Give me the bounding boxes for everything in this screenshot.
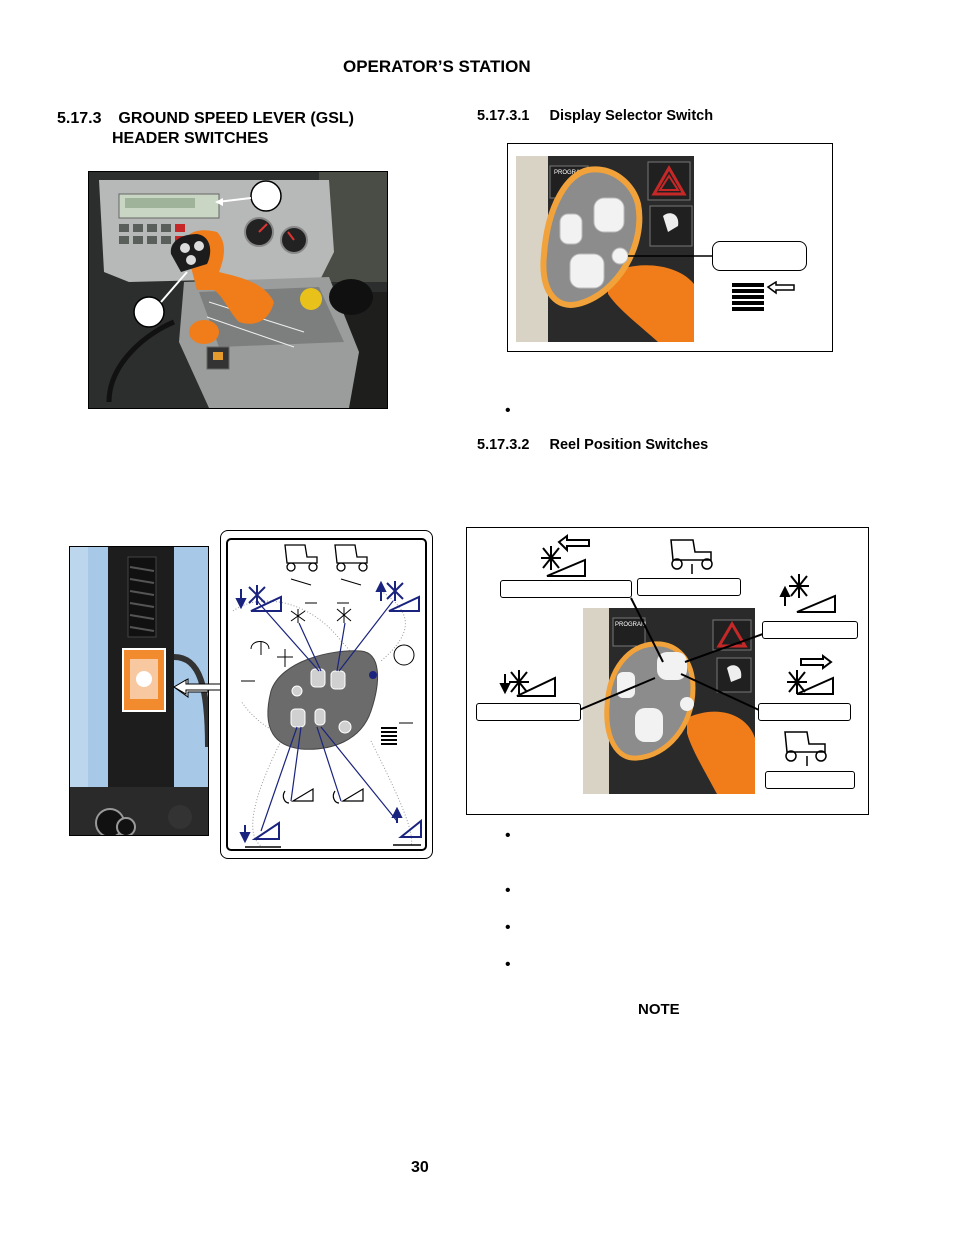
bullet-3: • [505,882,511,899]
display-selector-callout [712,241,807,271]
reel-up-callout [762,621,858,639]
note-label: NOTE [638,1001,680,1018]
subsection-number: 5.17.3.1 [477,108,530,124]
page-number: 30 [411,1159,429,1176]
subsection-number: 5.17.3.2 [477,437,530,453]
tractor-icon [284,544,368,572]
page-header: OPERATOR’S STATION [343,57,531,76]
display-selector-figure: PROGRAM [507,143,833,352]
tractor-bottom-callout [765,771,855,789]
reel-position-figure: PROGRAM [466,527,869,815]
section-title-line1: GROUND SPEED LEVER (GSL) [118,110,354,127]
display-selector-icon [732,281,795,311]
cab-console-photo [88,171,388,409]
bullet-4: • [505,919,511,936]
svg-text:PROGRAM: PROGRAM [615,622,646,628]
bullet-5: • [505,956,511,973]
bullet-2: • [505,827,511,844]
subsection-reel-position: 5.17.3.2 Reel Position Switches [477,437,708,453]
section-number: 5.17.3 [57,110,102,127]
subsection-display-selector: 5.17.3.1 Display Selector Switch [477,108,713,124]
reel-aft-callout [758,703,851,721]
section-title-line2: HEADER SWITCHES [112,130,269,147]
subsection-title: Display Selector Switch [549,108,714,124]
tractor-top-callout [637,578,741,596]
reel-fore-callout [500,580,632,598]
gsl-decal-illustration [220,530,433,859]
bullet-1: • [505,402,511,419]
section-heading: 5.17.3 GROUND SPEED LEVER (GSL) [57,109,354,129]
svg-text:PROGRAM: PROGRAM [554,170,585,176]
tractor-icon [670,539,713,574]
display-selector-icon [381,727,397,745]
reel-down-callout [476,703,581,721]
reel-icon [541,534,590,577]
subsection-title: Reel Position Switches [549,437,709,453]
